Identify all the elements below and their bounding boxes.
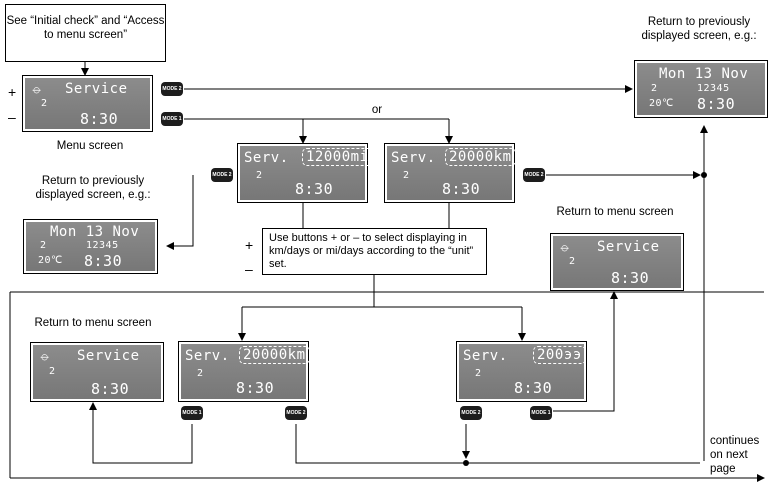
mode1-button[interactable]: MODE 1 [181, 406, 203, 420]
time-text: 8:30 [236, 379, 275, 397]
menu-screen-label: Menu screen [56, 140, 124, 152]
date-text: Mon 13 Nov [659, 66, 749, 82]
serv-km-display-top: Serv. 20000km 2 8:30 [384, 143, 516, 203]
menu-screen-display: ⦵ Service 2 8:30 [22, 75, 153, 132]
plus-sign: + [245, 237, 254, 253]
mode1-button[interactable]: MODE 1 [161, 112, 183, 126]
mode2-button[interactable]: MODE 2 [211, 168, 233, 182]
display-icon: ⦵ [39, 348, 52, 364]
or-label: or [371, 104, 383, 116]
mode2-button[interactable]: MODE 2 [523, 168, 545, 182]
gear-text: 2 [41, 98, 48, 109]
serv-km-display-bottom: Serv. 20000km 2 8:30 [178, 341, 310, 402]
distance-value: 20000km [239, 346, 310, 364]
serv-text: Serv. [185, 348, 230, 364]
service-text: Service [77, 348, 140, 364]
instruction-box: Use buttons + or – to select displaying … [262, 228, 487, 275]
start-box: See “Initial check” and “Access to menu … [5, 4, 166, 62]
minus-sign: – [8, 109, 16, 125]
gear-text: 2 [651, 83, 658, 94]
gear-text: 2 [403, 170, 410, 181]
time-text: 8:30 [442, 180, 481, 198]
plus-sign: + [8, 84, 17, 100]
time-text: 8:30 [514, 379, 553, 397]
gear-text: 2 [256, 170, 263, 181]
mode2-button[interactable]: MODE 2 [285, 406, 307, 420]
time-text: 8:30 [91, 380, 130, 398]
display-icon: ⦵ [31, 81, 44, 97]
minus-sign: – [245, 261, 253, 277]
serv-text: Serv. [463, 348, 508, 364]
service-text: Service [65, 81, 128, 97]
serv-text: Serv. [391, 150, 436, 166]
return-menu-label-left: Return to menu screen [34, 317, 152, 329]
mode2-button[interactable]: MODE 2 [460, 406, 482, 420]
mode1-button[interactable]: MODE 1 [530, 406, 552, 420]
odometer-text: 12345 [697, 83, 730, 94]
odometer-text: 12345 [86, 240, 119, 251]
service-display-left: ⦵ Service 2 8:30 [30, 342, 164, 402]
time-text: 8:30 [80, 110, 119, 128]
return-prev-label-left: Return to previously displayed screen, e… [35, 175, 151, 201]
return-menu-label-right: Return to menu screen [556, 206, 674, 218]
time-text: 8:30 [697, 95, 736, 113]
mode2-button[interactable]: MODE 2 [161, 82, 183, 96]
temperature-text: 20℃ [649, 98, 674, 109]
gear-text: 2 [197, 368, 204, 379]
time-text: 8:30 [611, 269, 650, 287]
display-icon: ⦵ [559, 239, 572, 255]
distance-value: 20000km [445, 148, 516, 166]
service-text: Service [597, 239, 660, 255]
serv-text: Serv. [244, 150, 289, 166]
distance-value: 12000mi [302, 148, 373, 166]
time-text: 8:30 [295, 180, 334, 198]
serv-mi-display: Serv. 12000mi 2 8:30 [237, 143, 373, 203]
gear-text: 2 [49, 366, 56, 377]
date-display-top: Mon 13 Nov 2 12345 20℃ 8:30 [634, 60, 768, 118]
return-prev-label-top: Return to previously displayed screen, e… [641, 16, 757, 42]
date-text: Mon 13 Nov [50, 224, 140, 240]
service-display-right: ⦵ Service 2 8:30 [550, 233, 684, 291]
time-text: 8:30 [84, 252, 123, 270]
gear-text: 2 [475, 368, 482, 379]
gear-text: 2 [40, 240, 47, 251]
gear-text: 2 [569, 256, 576, 267]
date-display-left: Mon 13 Nov 2 12345 20℃ 8:30 [23, 219, 158, 274]
temperature-text: 20℃ [38, 255, 63, 266]
serv-days-display: Serv. 200ээ 2 8:30 [456, 341, 587, 402]
days-value: 200ээ [533, 346, 586, 364]
continues-label: continues on next page [710, 435, 760, 475]
